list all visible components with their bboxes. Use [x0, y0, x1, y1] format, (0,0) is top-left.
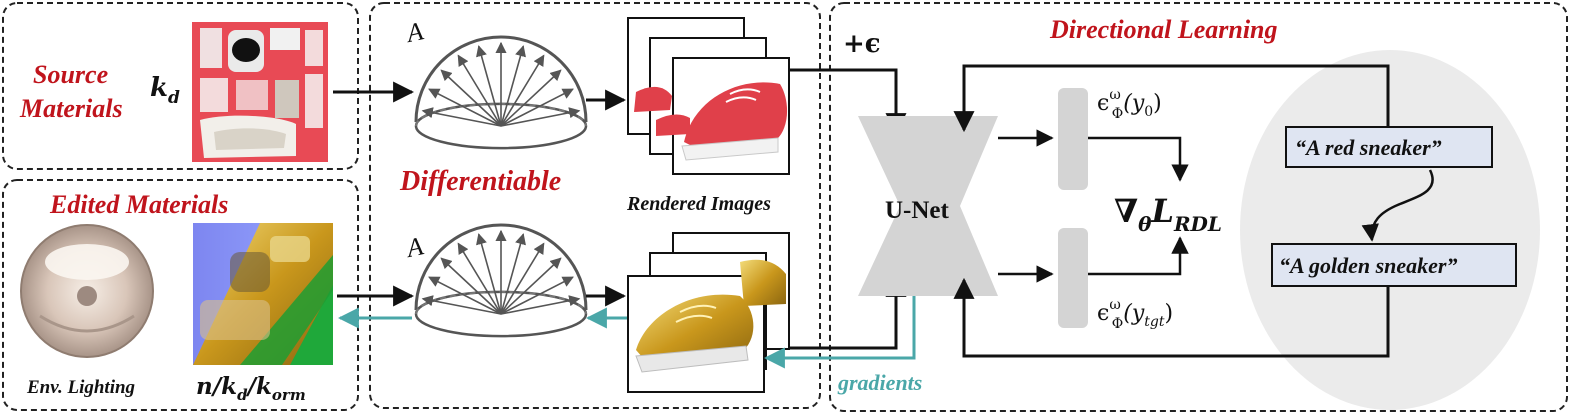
- light-ray: [500, 69, 562, 127]
- light-glyph-bottom: A: [402, 231, 426, 263]
- edited-materials-label: Edited Materials: [49, 190, 228, 219]
- light-ray: [500, 257, 562, 315]
- light-ray: [440, 257, 502, 315]
- rdl-gradient-label: ∇θLRDL: [1114, 192, 1222, 236]
- kd-symbol: kd: [150, 73, 180, 108]
- directional-learning-label: Directional Learning: [1049, 15, 1278, 44]
- light-ray: [421, 295, 502, 315]
- source-materials-label-2: Materials: [19, 94, 123, 123]
- source-materials-label-1: Source: [33, 60, 108, 89]
- noise-label: +ϵ: [843, 29, 881, 59]
- light-ray: [476, 233, 502, 315]
- env-lighting-image: [20, 224, 154, 358]
- edited-materials-panel: [2, 179, 359, 411]
- epstgt-to-loss-arrow: [1088, 236, 1189, 276]
- light-ray: [500, 295, 581, 315]
- edited-texture-image: [193, 223, 333, 365]
- hemisphere-light-bottom: [414, 223, 588, 338]
- images-to-unet-arrow: [790, 68, 907, 135]
- light-ray: [500, 45, 526, 127]
- light-glyph-top: A: [402, 16, 426, 48]
- gradients-label: gradients: [837, 370, 922, 395]
- prompt-red-text: “A red sneaker”: [1295, 135, 1442, 160]
- light-ray: [500, 54, 545, 127]
- light-ray: [421, 107, 502, 127]
- directional-learning-panel: [829, 2, 1568, 412]
- light-ray: [500, 233, 526, 315]
- prompt-red-box: [1285, 126, 1493, 168]
- light-ray: [500, 276, 574, 315]
- light-ray: [476, 45, 502, 127]
- epstgt-output-bar: [1058, 228, 1088, 328]
- light-ray: [500, 242, 545, 315]
- light-ray: [440, 69, 502, 127]
- hemisphere-light-top: [414, 35, 588, 150]
- rendered-red-sneakers: [627, 17, 790, 175]
- prompt-direction-arrow: [1361, 169, 1434, 242]
- unet-label: U-Net: [885, 197, 950, 224]
- env-lighting-label: Env. Lighting: [26, 377, 135, 398]
- light-ray: [428, 276, 502, 315]
- light-ray: [500, 88, 574, 127]
- rendered-gold-sneakers: [627, 232, 790, 393]
- rendering-panel: [369, 2, 821, 409]
- red-prompt-to-unet-arrow: [953, 64, 1390, 133]
- light-ray: [428, 88, 502, 127]
- prompt-golden-box: [1271, 243, 1517, 287]
- eps0-to-loss-arrow: [1088, 136, 1189, 182]
- eps0-output-bar: [1058, 88, 1088, 190]
- golden-prompt-to-unet-arrow: [953, 277, 1390, 358]
- gold-images-to-unet-arrow: [790, 275, 907, 350]
- light-ray: [457, 242, 502, 315]
- light-ray: [457, 54, 502, 127]
- source-materials-panel: [2, 2, 359, 170]
- rendered-images-label: Rendered Images: [626, 193, 771, 215]
- source-texture-image: [192, 22, 328, 162]
- n-kd-korm-symbol: n/kd/korm: [196, 373, 306, 404]
- light-ray: [500, 107, 581, 127]
- differentiable-label: Differentiable: [399, 166, 561, 197]
- unet-block: [858, 116, 998, 296]
- prompt-golden-text: “A golden sneaker”: [1279, 253, 1457, 278]
